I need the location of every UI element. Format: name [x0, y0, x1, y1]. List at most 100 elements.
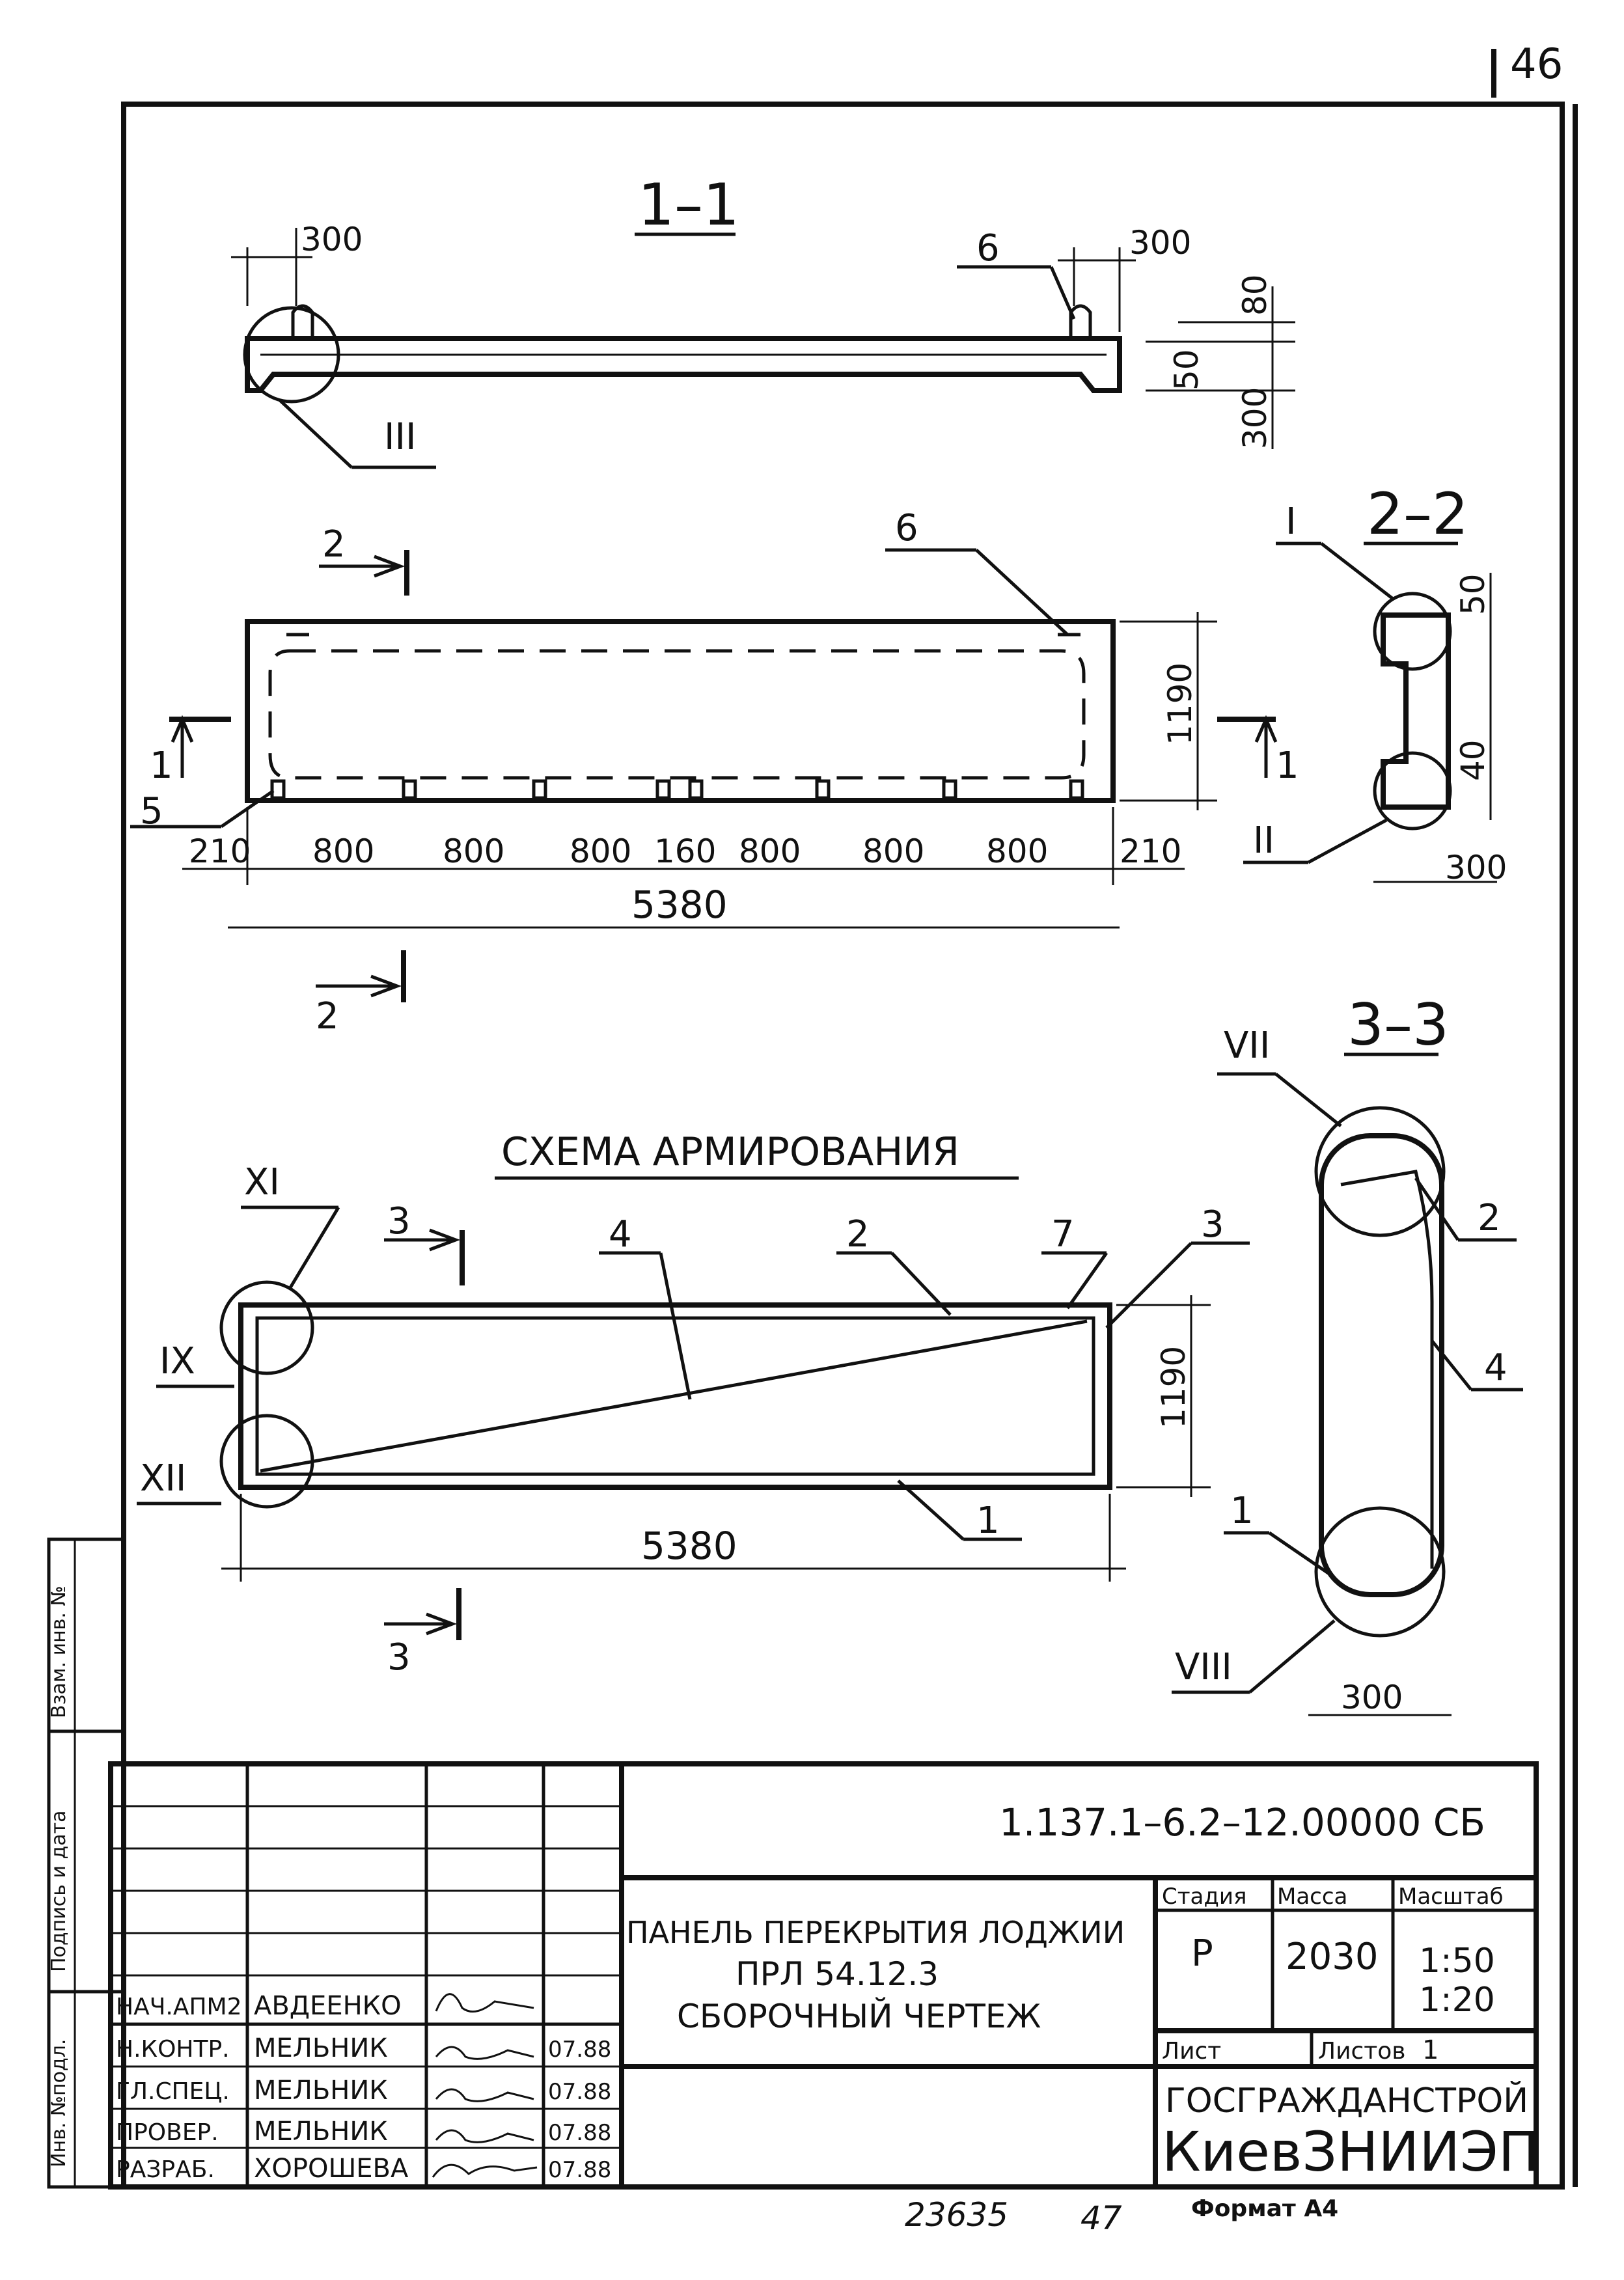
plan-dashed-loop [268, 649, 1086, 780]
staff-date-1: 07.88 [548, 2037, 611, 2063]
node-II-label: II [1253, 819, 1274, 862]
section-3-3-leader-4-tail [1431, 1339, 1472, 1391]
footer-page: 47 [1080, 2199, 1122, 2237]
node-VIII-label: VIII [1175, 1646, 1232, 1688]
plan-leader-6-tail [975, 549, 1069, 636]
plan-seg-5: 800 [739, 832, 801, 870]
section-3-3-leader-1: 1 [1230, 1490, 1254, 1532]
signature-0 [435, 1993, 534, 2013]
node-circle-VII [1314, 1106, 1446, 1237]
plan-seg-7: 800 [986, 832, 1048, 870]
node-VII-leader [1274, 1073, 1342, 1127]
node-III-leader [279, 399, 353, 469]
leader-1-label: 1 [976, 1500, 1000, 1542]
section-3-3: 3–3 VII VIII 2 4 1 300 [1172, 991, 1523, 1716]
section-3-3-leader-1-tail [1268, 1531, 1332, 1577]
node-IX-label: IX [159, 1340, 195, 1382]
staff-name-3: МЕЛЬНИК [254, 2117, 388, 2147]
staff-role-4: РАЗРАБ. [116, 2156, 215, 2183]
sheets-value: 1 [1422, 2035, 1438, 2065]
slab-profile-1-1 [245, 336, 1122, 393]
org-line-2: КиевЗНИИЭП [1162, 2120, 1539, 2184]
plan-total: 5380 [631, 883, 728, 927]
embed-3 [532, 779, 547, 800]
embed-5 [688, 779, 704, 800]
leader-6-tail [1049, 266, 1076, 320]
plan-dim-1190: 1190 [1161, 663, 1199, 745]
footer-number: 23635 [905, 2196, 1008, 2234]
plan-leader-6: 6 [895, 507, 918, 549]
staff-name-4: ХОРОШЕВА [254, 2154, 409, 2184]
cut-2-bottom-label: 2 [316, 995, 339, 1037]
page-number: 46 [1510, 40, 1563, 89]
section-1-1-title: 1–1 [638, 171, 739, 238]
staff-name-0: АВДЕЕНКО [254, 1991, 402, 2021]
cut-1-right-arrow [1254, 715, 1278, 778]
scheme-title: СХЕМА АРМИРОВАНИЯ [501, 1129, 959, 1175]
scale-label: Масштаб [1398, 1884, 1504, 1910]
staff-date-2: 07.88 [548, 2079, 611, 2105]
side-stamp-inv: Инв. №подл. [48, 2039, 70, 2167]
cut-2-bottom-arrow [316, 974, 402, 998]
section-3-3-dim-300: 300 [1341, 1679, 1403, 1716]
cut-3-top-arrow [384, 1228, 461, 1252]
node-III-label: III [384, 416, 417, 458]
signature-3 [435, 2129, 534, 2143]
node-circle-III [243, 306, 340, 404]
format-label: Формат А4 [1191, 2195, 1338, 2222]
embed-8 [1069, 779, 1084, 800]
panel-name-1: ПАНЕЛЬ ПЕРЕКРЫТИЯ ЛОДЖИИ [626, 1915, 1125, 1950]
side-stamp-box [47, 1537, 126, 2189]
node-XI-leader [288, 1206, 340, 1290]
plan-seg-0: 210 [189, 832, 251, 870]
plan-seg-1: 800 [312, 832, 374, 870]
lifting-loop-right [1069, 304, 1092, 338]
org-line-1: ГОСГРАЖДАНСТРОЙ [1165, 2081, 1528, 2121]
section-3-3-body [1319, 1133, 1444, 1597]
cut-2-top-arrow [319, 555, 406, 578]
sheets-label: Листов [1318, 2038, 1405, 2065]
node-XII-label: XII [140, 1457, 186, 1500]
panel-name-3: СБОРОЧНЫЙ ЧЕРТЕЖ [677, 1997, 1041, 2035]
plan-seg-6: 800 [862, 832, 924, 870]
staff-date-3: 07.88 [548, 2120, 611, 2146]
node-circle-I [1373, 592, 1452, 671]
leader-2-tail [890, 1252, 952, 1316]
node-circle-II [1373, 751, 1452, 831]
scale-value-2: 1:20 [1419, 1981, 1495, 2020]
stage-label: Стадия [1162, 1884, 1246, 1910]
staff-role-2: ГЛ.СПЕЦ. [116, 2078, 230, 2105]
cut-3-bottom-label: 3 [387, 1636, 411, 1679]
leader-6-label: 6 [976, 227, 1000, 269]
staff-name-2: МЕЛЬНИК [254, 2076, 388, 2106]
section-2-2-profile [1381, 612, 1451, 810]
section-2-2: 2–2 I II 50 40 300 [1243, 480, 1507, 886]
leader-4-label: 4 [609, 1213, 632, 1256]
vdim-80: 80 [1236, 274, 1274, 316]
node-XI-label: XI [244, 1161, 280, 1203]
section-2-2-dim-50: 50 [1454, 573, 1492, 615]
scheme-diagonal-bar [260, 1319, 1088, 1473]
section-3-3-leader-4: 4 [1484, 1347, 1507, 1389]
leader-7-label: 7 [1051, 1213, 1075, 1256]
signature-1 [435, 2046, 534, 2060]
sheet-label: Лист [1162, 2038, 1221, 2065]
cut-1-left-arrow [171, 715, 194, 778]
cut-3-top-label: 3 [387, 1200, 411, 1243]
staff-role-3: ПРОВЕР. [116, 2119, 219, 2146]
mass-label: Масса [1277, 1884, 1347, 1910]
section-2-2-dim-40: 40 [1454, 739, 1492, 781]
reinforcement-scheme: СХЕМА АРМИРОВАНИЯ 3 3 4 2 7 3 1 XI IX [137, 1129, 1250, 1679]
mass-value: 2030 [1286, 1936, 1379, 1978]
embed-1 [270, 779, 286, 800]
title-block: НАЧ.АПМ2 АВДЕЕНКО Н.КОНТР. МЕЛЬНИК 07.88… [108, 1761, 1539, 2190]
leader-1-tail [897, 1479, 965, 1541]
dim-left-300: 300 [301, 221, 363, 258]
scale-value-1: 1:50 [1419, 1942, 1495, 1981]
stage-value: Р [1191, 1932, 1213, 1975]
side-stamp: Инв. №подл. Подпись и дата Взам. инв. № [47, 1537, 126, 2189]
vdim-300: 300 [1236, 387, 1274, 449]
side-stamp-sign: Подпись и дата [48, 1811, 70, 1973]
cut-2-top-label: 2 [322, 523, 346, 566]
